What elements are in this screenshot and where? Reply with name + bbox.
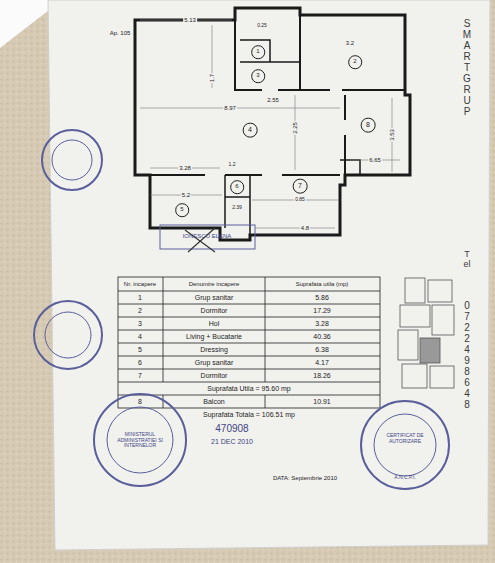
dimension: 0.25	[256, 23, 268, 29]
paper-sheet	[48, 0, 490, 550]
rect-stamp	[160, 225, 255, 249]
table-cell: 1	[138, 294, 142, 302]
table-cell: 6	[138, 359, 142, 367]
dimension: 5.2	[181, 192, 191, 199]
table-cell: 5	[138, 346, 142, 354]
phone-label: Tel	[463, 250, 472, 270]
table-cell: Living + Bucatarie	[186, 333, 242, 341]
table-cell: Dormitor	[201, 307, 228, 315]
dimension: 1.7	[209, 73, 216, 83]
table-cell: Balcon	[203, 398, 224, 406]
table-note: Suprafata Totala = 106.51 mp	[203, 411, 295, 419]
room-number: 4	[243, 123, 258, 138]
table-cell: 3.28	[315, 320, 329, 328]
stamp-text: MINISTERUL ADMINISTRATIEI SI INTERNELOR	[111, 432, 169, 449]
apartment-number: Ap. 105	[109, 30, 132, 37]
stamp-text: A.N.C.P.I.	[394, 475, 416, 481]
table-cell: 5.86	[315, 294, 329, 302]
room-number: 1	[251, 45, 265, 59]
table-cell: Dressing	[200, 346, 228, 354]
room-number: 7	[293, 179, 308, 194]
dimension: 3.53	[389, 128, 396, 142]
table-cell: 8	[138, 398, 142, 406]
table-cell: 17.29	[313, 307, 331, 315]
table-cell: 40.36	[313, 333, 331, 341]
table-header: Nr. incapere	[124, 281, 156, 288]
dimension: 2.55	[266, 97, 280, 104]
table-cell: 6.38	[315, 346, 329, 354]
dimension: 8.97	[223, 105, 237, 112]
table-cell: 10.91	[313, 398, 331, 406]
dimension: 1.2	[228, 162, 237, 168]
dimension: 3.28	[178, 165, 192, 172]
dimension: 2.39	[231, 205, 243, 211]
signature	[185, 228, 215, 252]
room-number: 2	[348, 55, 362, 69]
floor-plan	[135, 8, 410, 240]
table-cell: Grup sanitar	[195, 359, 234, 367]
table-cell: 2	[138, 307, 142, 315]
stamp-date: 21 DEC 2010	[211, 438, 253, 446]
dimension: 5.13	[183, 17, 197, 24]
table-cell: 18.26	[313, 372, 331, 380]
table-cell: Suprafata Utila = 95.60 mp	[207, 385, 290, 393]
stamp-text: CERTIFICAT DE AUTORIZARE	[379, 433, 431, 444]
plan-date: DATA: Septembrie 2010	[273, 475, 337, 482]
dimension: 0.85	[294, 197, 306, 203]
room-number: 5	[175, 203, 189, 217]
room-number: 8	[361, 118, 376, 133]
round-stamps	[34, 130, 449, 489]
table-cell: 7	[138, 372, 142, 380]
dimension: 6.65	[368, 157, 382, 164]
dimension: 2.25	[292, 121, 299, 135]
phone-number: 0722 498648	[462, 300, 472, 410]
table-cell: 4	[138, 333, 142, 341]
table-cell: Dormitor	[201, 372, 228, 380]
location-plan	[398, 278, 454, 388]
company-name: SMART GRUP	[462, 18, 472, 117]
table-header: Denumire incapere	[189, 281, 240, 288]
registration-number: 470908	[215, 423, 248, 434]
area-table	[118, 277, 380, 408]
room-number: 3	[251, 69, 265, 83]
table-cell: Hol	[209, 320, 220, 328]
table-cell: 4.17	[315, 359, 329, 367]
table-cell: 3	[138, 320, 142, 328]
table-cell: Grup sanitar	[195, 294, 234, 302]
dimension: 3.2	[345, 40, 355, 47]
stamp-name: IONESCU ELENA	[183, 233, 232, 240]
table-header: Suprafata utila (mp)	[296, 281, 349, 288]
dimension: 4.8	[300, 225, 310, 232]
room-number: 6	[230, 180, 244, 194]
dimension-lines	[140, 20, 400, 228]
